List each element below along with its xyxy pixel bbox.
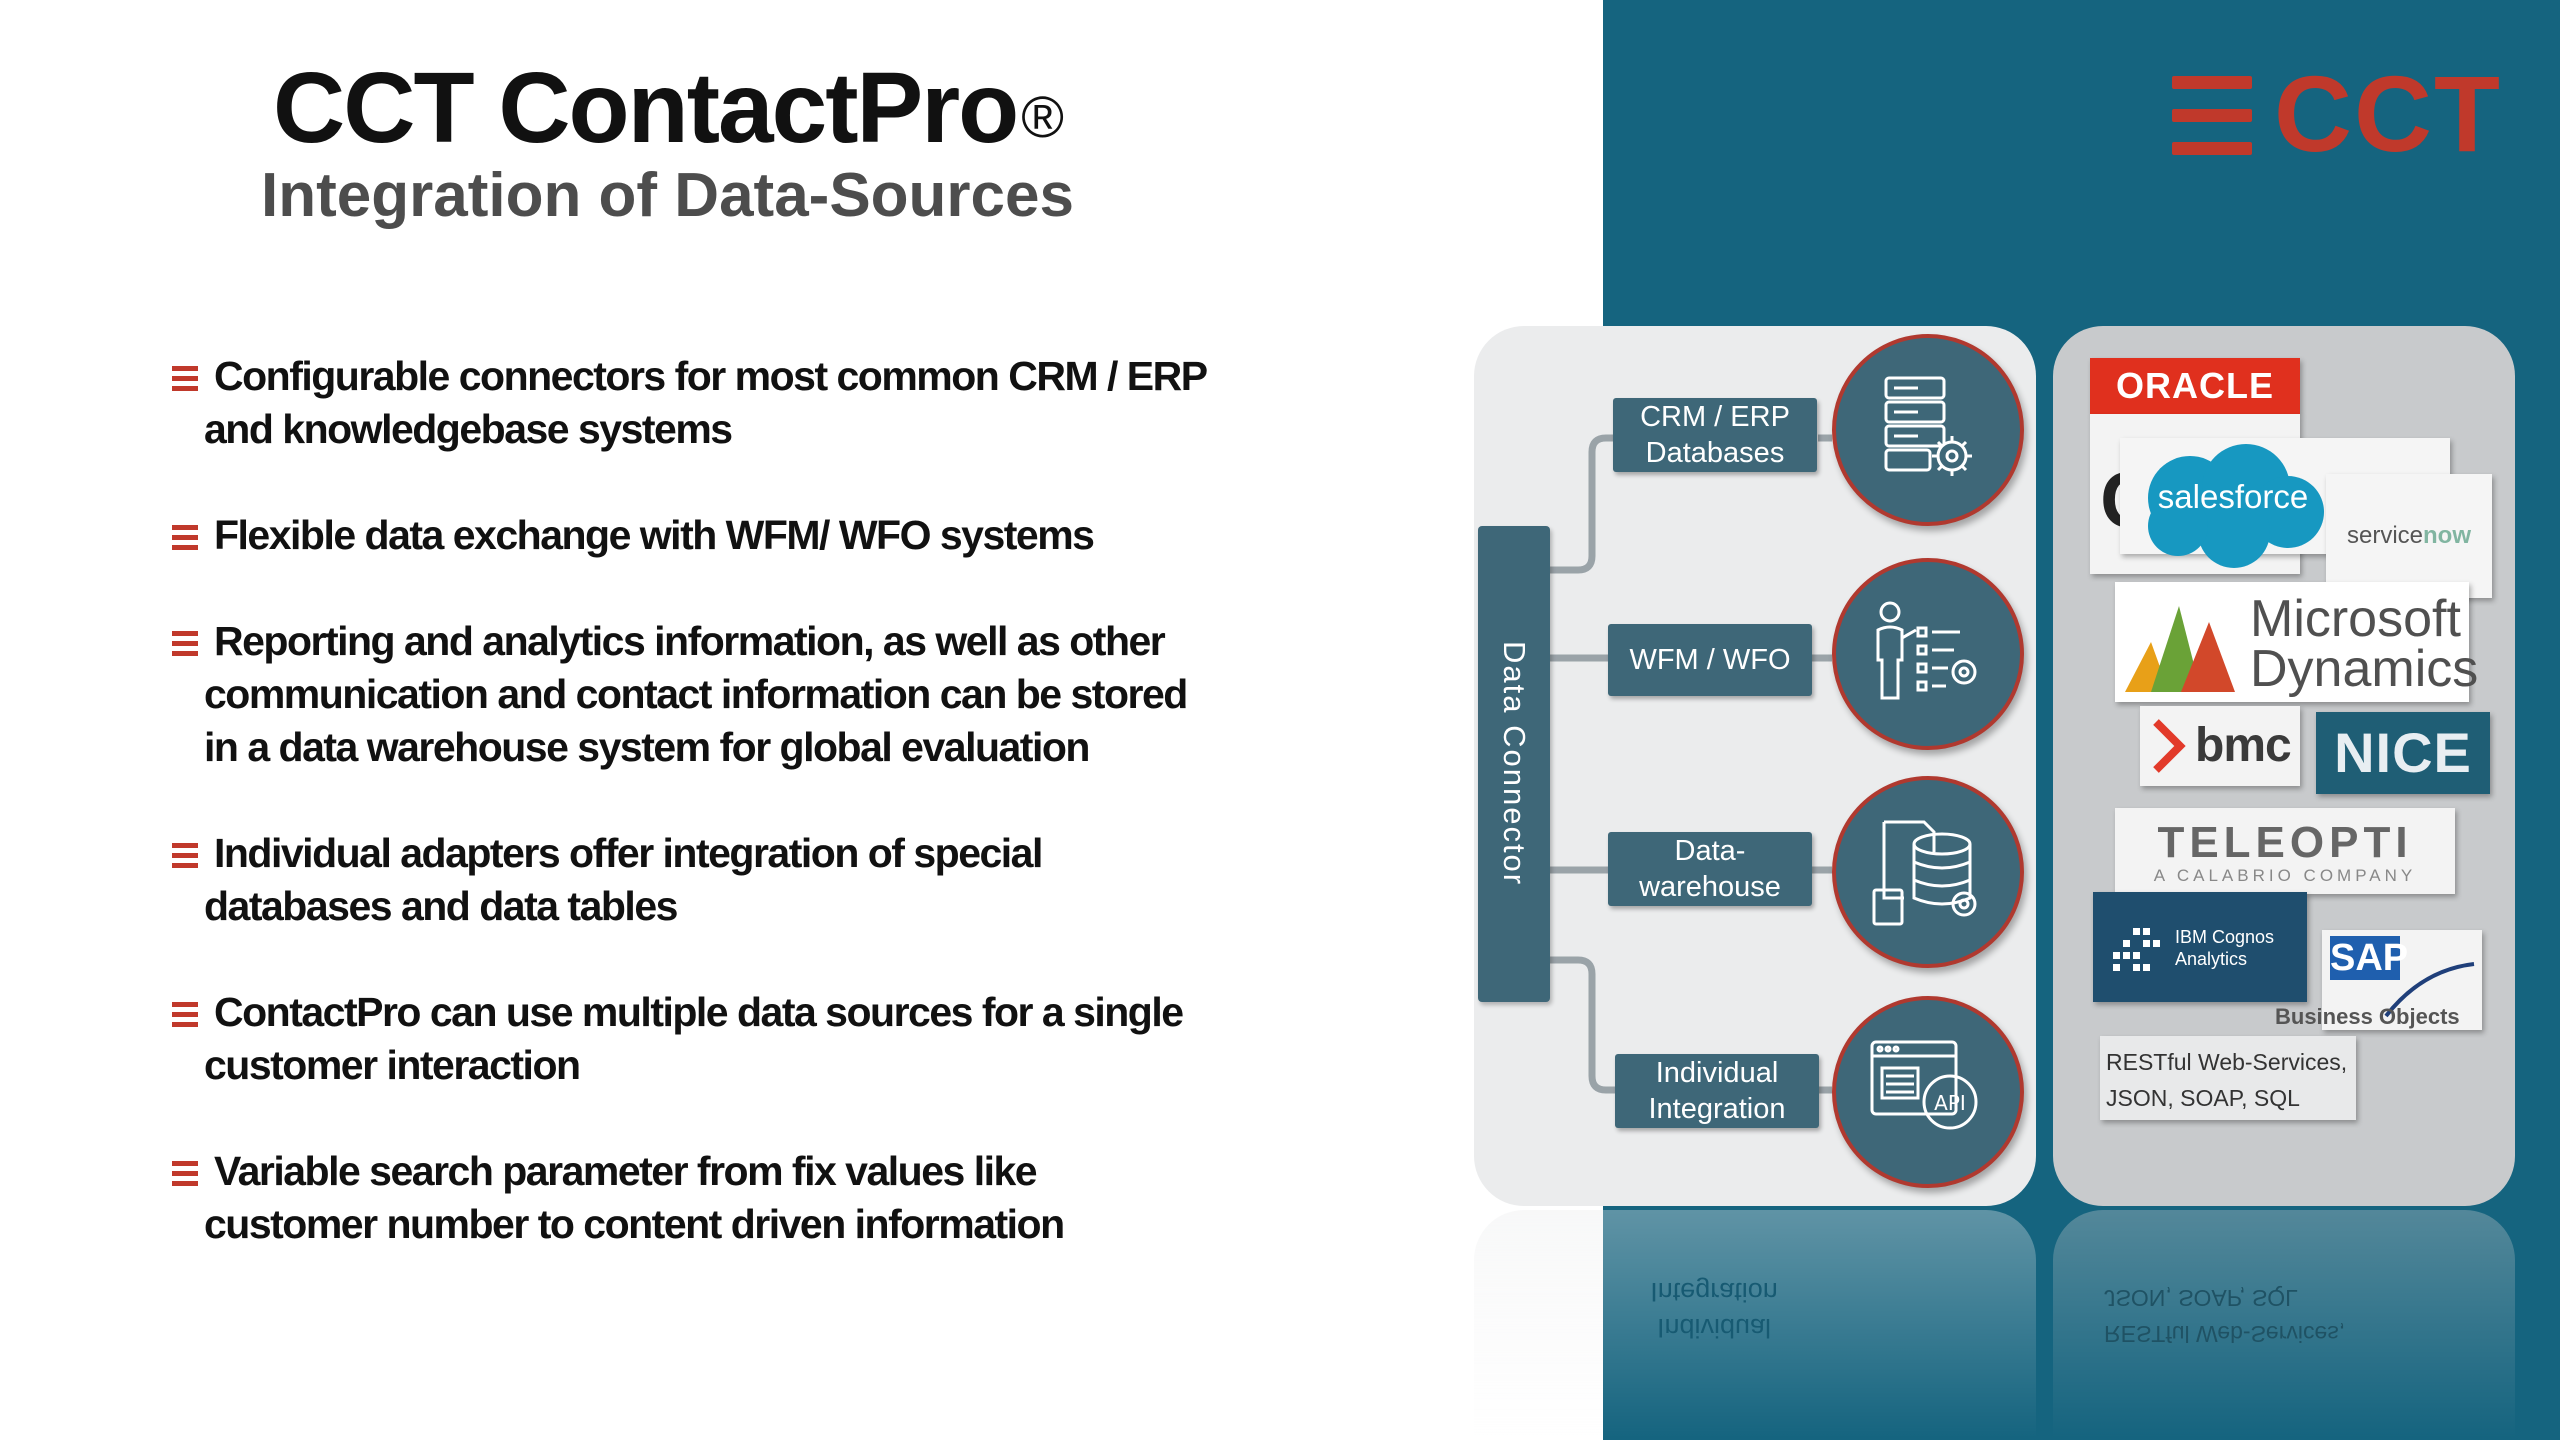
menu-lines-icon	[172, 843, 198, 868]
oracle-logo: ORACLE	[2090, 358, 2300, 414]
registered-mark: ®	[1021, 85, 1064, 150]
node-label-datawarehouse: Data-warehouse	[1608, 832, 1812, 906]
menu-lines-icon	[172, 1161, 198, 1186]
microsoft-text: Microsoft	[2250, 590, 2461, 648]
node-datawarehouse	[1832, 776, 2024, 968]
restful-services-card: RESTful Web-Services, JSON, SOAP, SQL	[2100, 1036, 2356, 1120]
bullet-item: Reporting and analytics information, as …	[168, 615, 1208, 774]
sap-text: SAP	[2330, 936, 2409, 980]
bullet-text: Variable search parameter from fix value…	[204, 1148, 1065, 1247]
api-window-icon: API	[1870, 1040, 1978, 1130]
salesforce-logo-text: salesforce	[2157, 478, 2309, 515]
cct-logo-mark	[2172, 76, 2252, 156]
restful-line-2: JSON, SOAP, SQL	[2106, 1085, 2300, 1111]
bullet-list: Configurable connectors for most common …	[168, 350, 1208, 1304]
restful-line-1: RESTful Web-Services,	[2106, 1049, 2348, 1075]
page-title-text: CCT ContactPro	[273, 52, 1019, 164]
bmc-logo: bmc	[2140, 706, 2300, 786]
bullet-text: Reporting and analytics information, as …	[204, 618, 1188, 770]
panel-reflection: Individual Integration RESTful Web-Servi…	[1474, 1210, 2515, 1440]
bullet-item: ContactPro can use multiple data sources…	[168, 986, 1208, 1092]
cognos-subtext: Analytics	[2175, 949, 2248, 969]
menu-lines-icon	[172, 525, 198, 550]
cct-logo: CCT	[2172, 53, 2512, 174]
bmc-chevron-icon	[2153, 719, 2186, 773]
bullet-item: Flexible data exchange with WFM/ WFO sys…	[168, 509, 1208, 562]
node-wfm-wfo	[1832, 558, 2024, 750]
menu-lines-icon	[172, 366, 198, 391]
node-label-individual-integration: Individual Integration	[1615, 1054, 1819, 1128]
data-connector-label: Data Connector	[1497, 641, 1532, 887]
bullet-text: Configurable connectors for most common …	[204, 353, 1207, 452]
cognos-text: IBM Cognos	[2175, 927, 2275, 947]
page-title: CCT ContactPro®	[0, 52, 1335, 164]
nice-logo: NICE	[2316, 712, 2490, 794]
page-subtitle: Integration of Data-Sources	[261, 161, 1074, 230]
bullet-item: Individual adapters offer integration of…	[168, 827, 1208, 933]
bmc-text: bmc	[2195, 719, 2292, 772]
cct-logo-text: CCT	[2274, 53, 2502, 174]
data-connector-label-box: Data Connector	[1478, 526, 1550, 1002]
salesforce-cloud-icon	[2148, 444, 2324, 568]
bullet-item: Variable search parameter from fix value…	[168, 1145, 1208, 1251]
person-tasks-icon	[1876, 601, 1977, 700]
data-connector-bar	[1478, 526, 1550, 1002]
node-label-wfm-wfo: WFM / WFO	[1608, 624, 1812, 696]
teleopti-text: TELEOPTI	[2157, 818, 2413, 867]
node-individual-integration: API	[1832, 996, 2024, 1188]
database-gear-icon	[1872, 820, 1977, 926]
business-objects-text: Business Objects	[2275, 1004, 2460, 1029]
bullet-text: Individual adapters offer integration of…	[204, 830, 1043, 929]
teleopti-logo: TELEOPTI A CALABRIO COMPANY	[2115, 808, 2455, 894]
bullet-text: Flexible data exchange with WFM/ WFO sys…	[214, 512, 1095, 558]
menu-lines-icon	[172, 1002, 198, 1027]
svg-text:API: API	[1934, 1091, 1966, 1115]
cognos-grid-icon	[2113, 928, 2160, 971]
node-crm-erp	[1832, 334, 2024, 526]
business-objects-swoosh-icon	[2384, 962, 2475, 1018]
server-gear-icon	[1884, 376, 1972, 476]
dynamics-text: Dynamics	[2250, 640, 2479, 698]
bullet-text: ContactPro can use multiple data sources…	[204, 989, 1184, 1088]
node-label-crm-erp: CRM / ERP Databases	[1613, 398, 1817, 472]
teleopti-subtext: A CALABRIO COMPANY	[2153, 866, 2417, 885]
dynamics-bars-icon	[2125, 606, 2235, 692]
menu-lines-icon	[172, 631, 198, 656]
bullet-item: Configurable connectors for most common …	[168, 350, 1208, 456]
sap-logo: SAP	[2322, 930, 2482, 1030]
